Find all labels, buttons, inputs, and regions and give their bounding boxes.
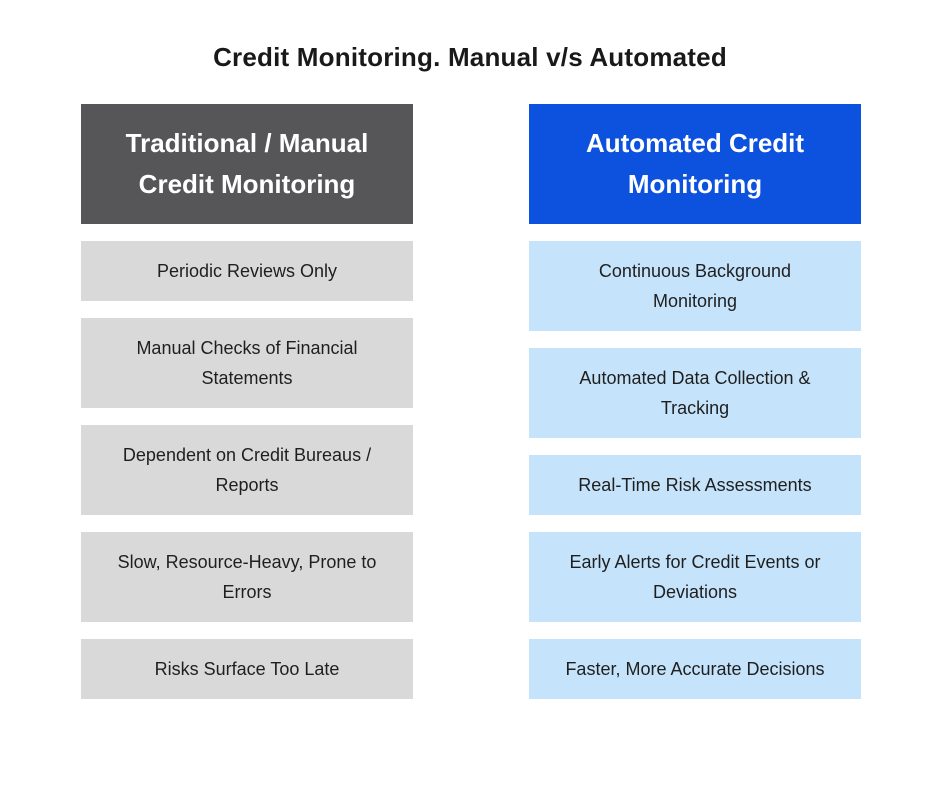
manual-column-header: Traditional / Manual Credit Monitoring	[81, 104, 413, 224]
automated-item-early-alerts: Early Alerts for Credit Events or Deviat…	[529, 532, 861, 622]
automated-column-header: Automated Credit Monitoring	[529, 104, 861, 224]
automated-item-faster-decisions: Faster, More Accurate Decisions	[529, 639, 861, 699]
manual-item-risks-too-late: Risks Surface Too Late	[81, 639, 413, 699]
column-automated: Automated Credit Monitoring Continuous B…	[529, 104, 861, 699]
automated-item-real-time-risk: Real-Time Risk Assessments	[529, 455, 861, 515]
page-title: Credit Monitoring. Manual v/s Automated	[213, 42, 727, 72]
comparison-columns: Traditional / Manual Credit Monitoring P…	[81, 104, 861, 699]
automated-item-continuous-monitoring: Continuous Background Monitoring	[529, 241, 861, 331]
column-manual: Traditional / Manual Credit Monitoring P…	[81, 104, 413, 699]
manual-item-periodic-reviews: Periodic Reviews Only	[81, 241, 413, 301]
manual-item-credit-bureaus: Dependent on Credit Bureaus / Reports	[81, 425, 413, 515]
automated-item-data-collection: Automated Data Collection & Tracking	[529, 348, 861, 438]
manual-item-manual-checks: Manual Checks of Financial Statements	[81, 318, 413, 408]
manual-item-slow-resource-heavy: Slow, Resource-Heavy, Prone to Errors	[81, 532, 413, 622]
